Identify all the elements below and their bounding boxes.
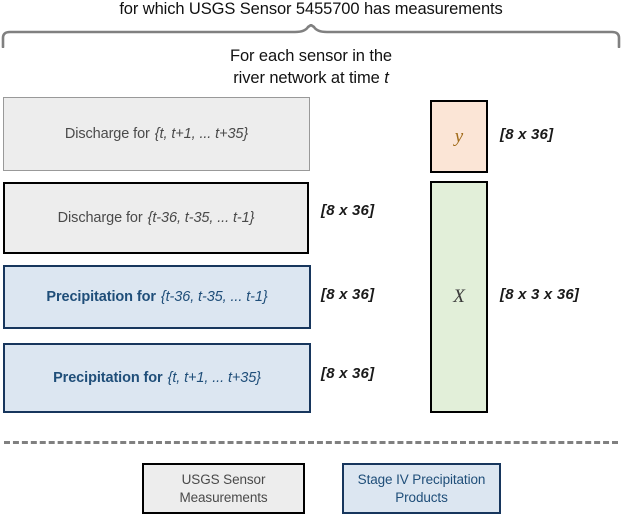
curly-brace [0,24,622,48]
tensor-block-y[interactable]: y [430,100,488,173]
brace-caption-line1: For each sensor in the [230,47,392,65]
shape-label-precipitation-past: [8 x 36] [321,286,375,303]
box-discharge-future-lead: Discharge for [64,126,150,142]
legend-usgs-line1: USGS Sensor [181,471,266,487]
box-precipitation-future-lead: Precipitation for [53,370,163,386]
box-precipitation-past[interactable]: Precipitation for {t-36, t-35, ... t-1} [3,265,311,329]
top-caption-text: for which USGS Sensor 5455700 has measur… [119,0,503,18]
time-variable-t: t [384,68,389,87]
brace-caption: For each sensor in the river network at … [0,46,622,89]
shape-label-discharge-past: [8 x 36] [321,202,375,219]
box-discharge-past-lead: Discharge for [57,210,143,226]
dashed-divider [4,441,618,444]
box-precipitation-future-range: {t, t+1, ... t+35} [167,370,261,386]
brace-caption-line2-text: river network at time [233,68,385,87]
box-discharge-past[interactable]: Discharge for {t-36, t-35, ... t-1} [3,182,309,254]
box-discharge-future[interactable]: Discharge for {t, t+1, ... t+35} [3,97,310,171]
shape-label-x: [8 x 3 x 36] [500,286,580,303]
legend-usgs-line2: Measurements [179,489,268,505]
box-discharge-future-range: {t, t+1, ... t+35} [154,126,249,142]
shape-label-precipitation-future: [8 x 36] [321,365,375,382]
tensor-y-glyph: y [454,125,464,147]
tensor-x-glyph: X [453,286,465,307]
box-discharge-past-range: {t-36, t-35, ... t-1} [147,210,255,226]
legend-usgs-sensor-measurements[interactable]: USGS Sensor Measurements [142,463,305,514]
box-precipitation-past-lead: Precipitation for [46,289,156,305]
legend-stage-iv-precipitation[interactable]: Stage IV Precipitation Products [342,463,501,514]
legend-stageiv-text: Stage IV Precipitation Products [358,471,486,507]
tensor-block-x[interactable]: X [430,181,488,413]
box-precipitation-past-range: {t-36, t-35, ... t-1} [160,289,268,305]
box-precipitation-future[interactable]: Precipitation for {t, t+1, ... t+35} [3,343,311,413]
legend-stageiv-line1: Stage IV Precipitation [357,471,486,487]
legend-stageiv-line2: Products [395,489,448,505]
legend-usgs-text: USGS Sensor Measurements [179,471,267,507]
top-caption: for which USGS Sensor 5455700 has measur… [0,0,622,20]
shape-label-y: [8 x 36] [500,126,554,143]
brace-caption-line2: river network at time t [0,68,622,90]
